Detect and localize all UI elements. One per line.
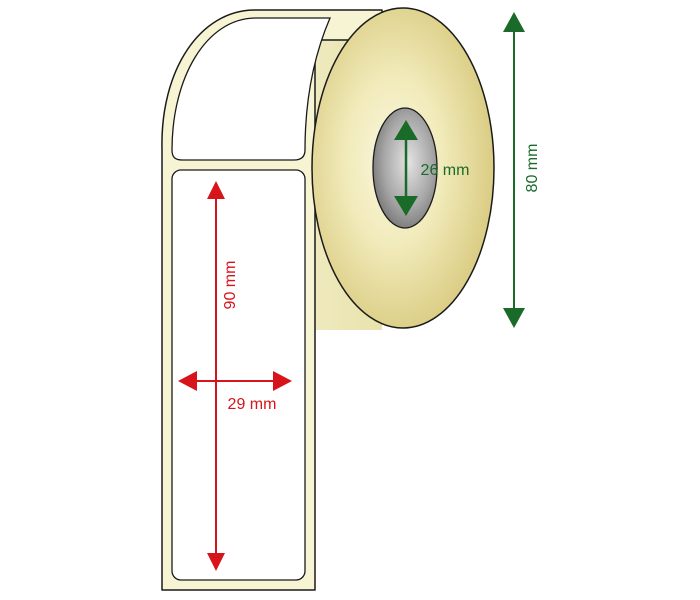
core-diameter-text: 26 mm xyxy=(421,162,470,179)
label-height-arrow xyxy=(207,181,225,571)
core-diameter-arrow xyxy=(394,120,418,216)
label xyxy=(171,169,306,581)
label-width-arrow xyxy=(178,371,292,391)
roll-diameter-text: 80 mm xyxy=(524,144,541,193)
label-height-text: 90 mm xyxy=(222,261,239,310)
label-on-roll xyxy=(171,17,331,161)
roll-diameter-arrow xyxy=(503,12,525,328)
label-width-text: 29 mm xyxy=(228,396,277,413)
